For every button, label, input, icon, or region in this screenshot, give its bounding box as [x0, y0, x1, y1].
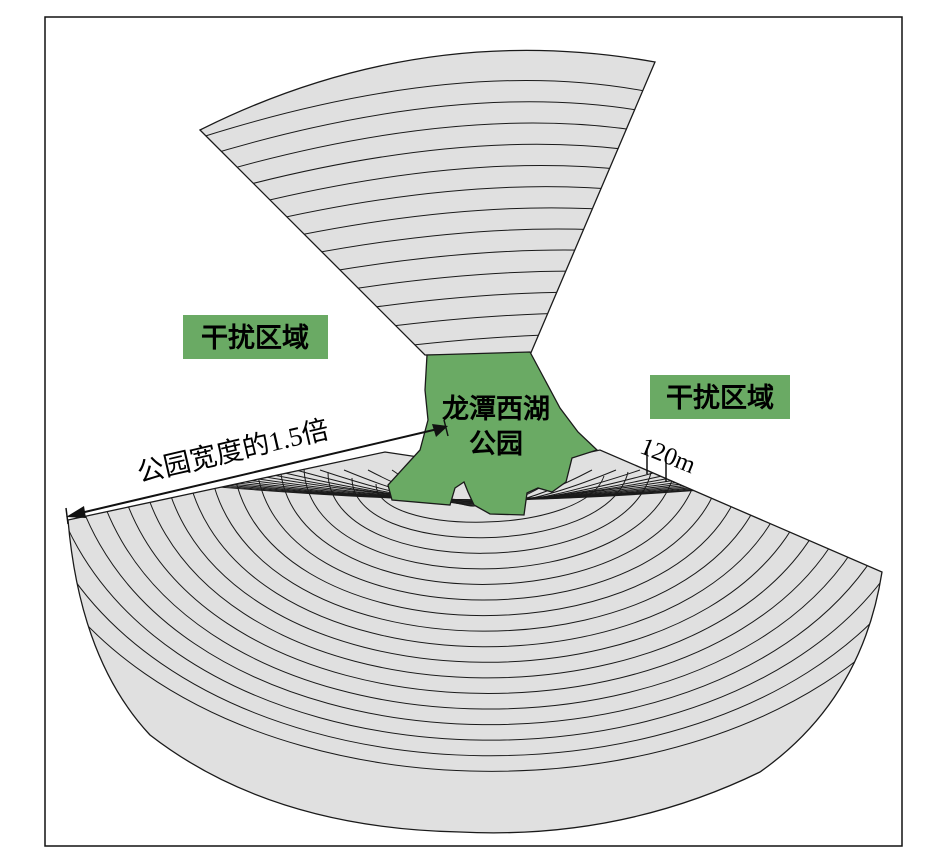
zone-label-left: 干扰区域: [201, 323, 309, 354]
south-fan-outline: [67, 449, 883, 834]
width-arrow-head-right: [432, 424, 448, 437]
zone-label-left-box: [183, 315, 328, 359]
width-tick-right: [443, 419, 449, 437]
park-name-line2: 公园: [469, 429, 523, 460]
zone-label-right: 干扰区域: [666, 383, 774, 414]
park-polygon: [387, 351, 599, 516]
north-buffer-ring: [200, 80, 655, 155]
south-fan-background: [68, 450, 882, 833]
north-fan-background: [200, 50, 655, 355]
north-fan-outline: [198, 49, 656, 356]
width-arrow-head-left: [66, 506, 86, 518]
park-name-line1: 龙潭西湖: [442, 394, 550, 425]
zone-label-right-box: [650, 375, 790, 419]
frame-border: [44, 16, 903, 847]
width-tick-left: [65, 507, 69, 525]
width-arrow-line: [71, 427, 443, 516]
